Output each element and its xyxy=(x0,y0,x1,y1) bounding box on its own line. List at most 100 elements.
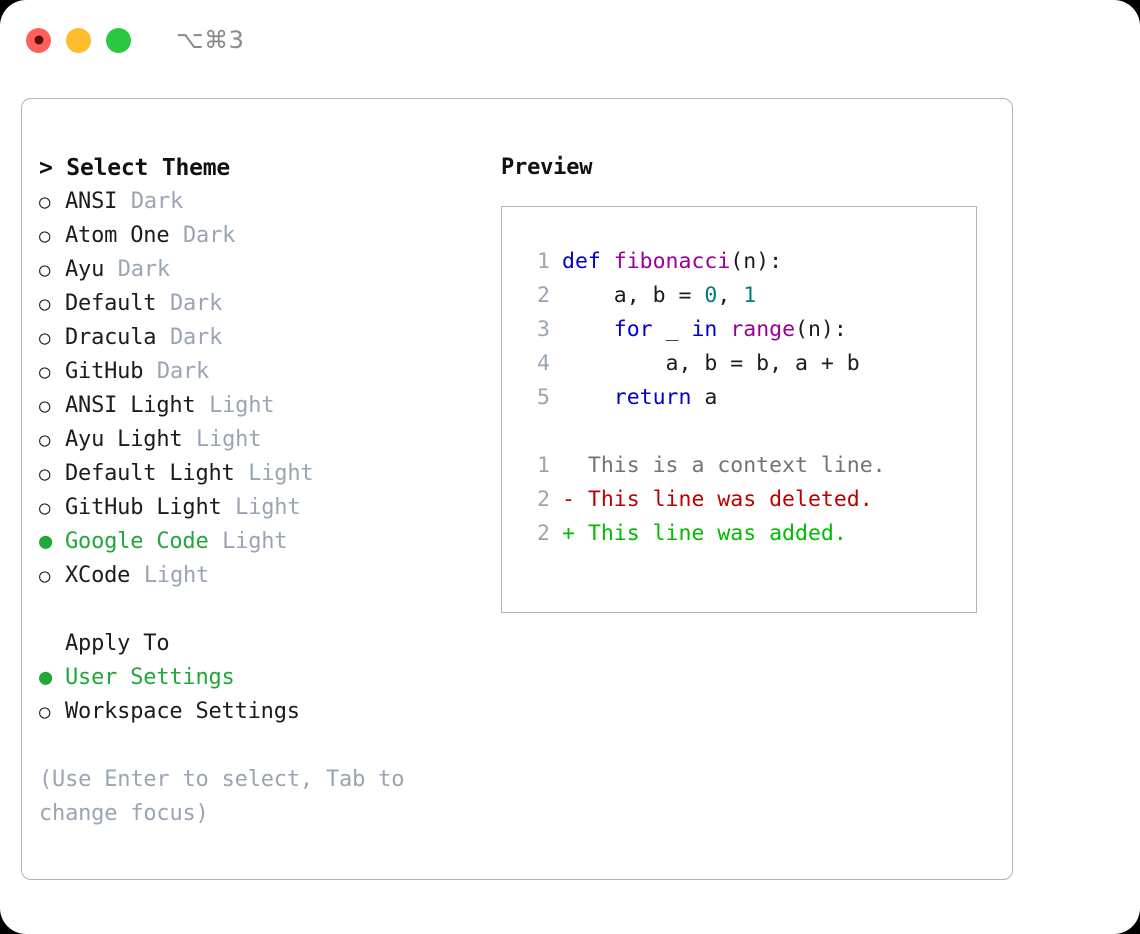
apply-to-option-label: Workspace Settings xyxy=(65,699,300,724)
code-token-num: 0 xyxy=(704,283,718,308)
radio-unselected-icon: ○ xyxy=(39,191,51,213)
theme-option-label: Atom One xyxy=(65,223,170,248)
radio-unselected-icon: ○ xyxy=(39,225,51,247)
spacer xyxy=(39,593,489,627)
code-token-fn: fibonacci xyxy=(613,249,731,274)
theme-option-tag: Dark xyxy=(156,359,210,384)
theme-option-label: GitHub Light xyxy=(65,495,222,520)
theme-option-google-code[interactable]: ● Google Code Light xyxy=(39,525,489,559)
theme-option-label: GitHub xyxy=(65,359,144,384)
line-number: 1 xyxy=(537,249,550,274)
theme-option-ayu[interactable]: ○ Ayu Dark xyxy=(39,253,489,287)
theme-option-tag: Dark xyxy=(169,325,223,350)
theme-option-tag: Light xyxy=(222,529,288,554)
radio-unselected-icon: ○ xyxy=(39,327,51,349)
radio-unselected-icon: ○ xyxy=(39,395,51,417)
radio-unselected-icon: ○ xyxy=(39,259,51,281)
theme-option-tag: Light xyxy=(196,427,262,452)
code-line-content: return a xyxy=(562,381,718,415)
code-token-pl: a, b = xyxy=(562,283,705,308)
apply-to-option-workspace-settings[interactable]: ○Workspace Settings xyxy=(39,695,489,729)
diff-line-ctx: 1 This is a context line. xyxy=(520,449,976,483)
code-token-pl: , xyxy=(717,283,744,308)
theme-option-dracula[interactable]: ○ Dracula Dark xyxy=(39,321,489,355)
theme-option-label: Dracula xyxy=(65,325,157,350)
radio-selected-icon: ● xyxy=(39,529,53,554)
theme-option-tag: Light xyxy=(235,495,301,520)
code-token-pl: a xyxy=(691,385,718,410)
theme-option-github[interactable]: ○ GitHub Dark xyxy=(39,355,489,389)
radio-unselected-icon: ○ xyxy=(39,361,51,383)
code-line-content: a, b = b, a + b xyxy=(562,347,860,381)
code-token-pl xyxy=(562,385,614,410)
apply-to-option-list: ● User Settings ○Workspace Settings xyxy=(39,661,489,729)
code-token-kw: def xyxy=(562,249,614,274)
zoom-button[interactable] xyxy=(106,27,131,53)
code-token-pl: a, b = b, a + b xyxy=(562,351,860,376)
diff-text: This is a context line. xyxy=(587,453,886,478)
theme-option-label: ANSI xyxy=(65,189,118,214)
diff-line-content: + This line was added. xyxy=(562,517,847,551)
apply-to-option-user-settings[interactable]: ● User Settings xyxy=(39,661,489,695)
diff-marker: - xyxy=(562,487,588,512)
radio-unselected-icon: ○ xyxy=(39,463,51,485)
radio-unselected-icon: ○ xyxy=(39,429,51,451)
diff-text: This line was deleted. xyxy=(587,487,873,512)
theme-option-tag: Dark xyxy=(183,223,236,248)
code-token-kw: return xyxy=(613,385,692,410)
theme-option-tag: Light xyxy=(143,563,210,588)
diff-line-content: This is a context line. xyxy=(562,449,886,483)
code-token-kw: in xyxy=(691,317,718,342)
code-token-pl: (n): xyxy=(795,317,847,342)
code-line: 4 a, b = b, a + b xyxy=(520,347,976,381)
line-number: 2 xyxy=(537,521,550,546)
close-button[interactable] xyxy=(26,27,51,53)
theme-option-tag: Light xyxy=(209,393,275,418)
radio-unselected-icon: ○ xyxy=(39,565,51,587)
keyboard-hint: (Use Enter to select, Tab to change focu… xyxy=(39,767,418,826)
radio-selected-icon: ● xyxy=(39,665,53,690)
diff-line-del: 2- This line was deleted. xyxy=(520,483,976,517)
preview-title: Preview xyxy=(501,155,593,180)
line-number: 2 xyxy=(537,283,550,308)
diff-line-add: 2 + This line was added. xyxy=(520,517,976,551)
theme-option-label: XCode xyxy=(65,563,131,588)
theme-option-tag: Dark xyxy=(117,257,170,282)
code-token-pl xyxy=(562,317,614,342)
code-line: 2 a, b = 0, 1 xyxy=(520,279,976,313)
theme-option-atom-one[interactable]: ○ Atom One Dark xyxy=(39,219,489,253)
theme-option-label: Google Code xyxy=(65,529,209,554)
theme-option-label: Default Light xyxy=(65,461,235,486)
code-line: 3 for _ in range(n): xyxy=(520,313,976,347)
code-token-num: 1 xyxy=(743,283,757,308)
code-token-kw: for xyxy=(613,317,653,342)
diff-marker xyxy=(562,453,588,478)
diff-marker: + xyxy=(562,521,588,546)
theme-option-label: Ayu xyxy=(65,257,105,282)
minimize-button[interactable] xyxy=(66,27,91,53)
diff-text: This line was added. xyxy=(587,521,847,546)
theme-option-label: ANSI Light xyxy=(65,393,196,418)
code-token-fn: range xyxy=(730,317,796,342)
apply-to-option-label: User Settings xyxy=(65,665,235,690)
code-line-content: def fibonacci(n): xyxy=(562,245,782,279)
code-token-pl: _ xyxy=(652,317,692,342)
shortcut-label: ⌥⌘3 xyxy=(176,26,245,54)
code-line: 5 return a xyxy=(520,381,976,415)
theme-option-label: Default xyxy=(65,291,157,316)
theme-option-ansi-light[interactable]: ○ ANSI Light Light xyxy=(39,389,489,423)
theme-option-xcode[interactable]: ○ XCode Light xyxy=(39,559,489,593)
code-line-content: for _ in range(n): xyxy=(562,313,847,347)
theme-option-tag: Dark xyxy=(169,291,223,316)
line-number: 1 xyxy=(537,453,550,478)
diff-line-content: - This line was deleted. xyxy=(562,483,873,517)
